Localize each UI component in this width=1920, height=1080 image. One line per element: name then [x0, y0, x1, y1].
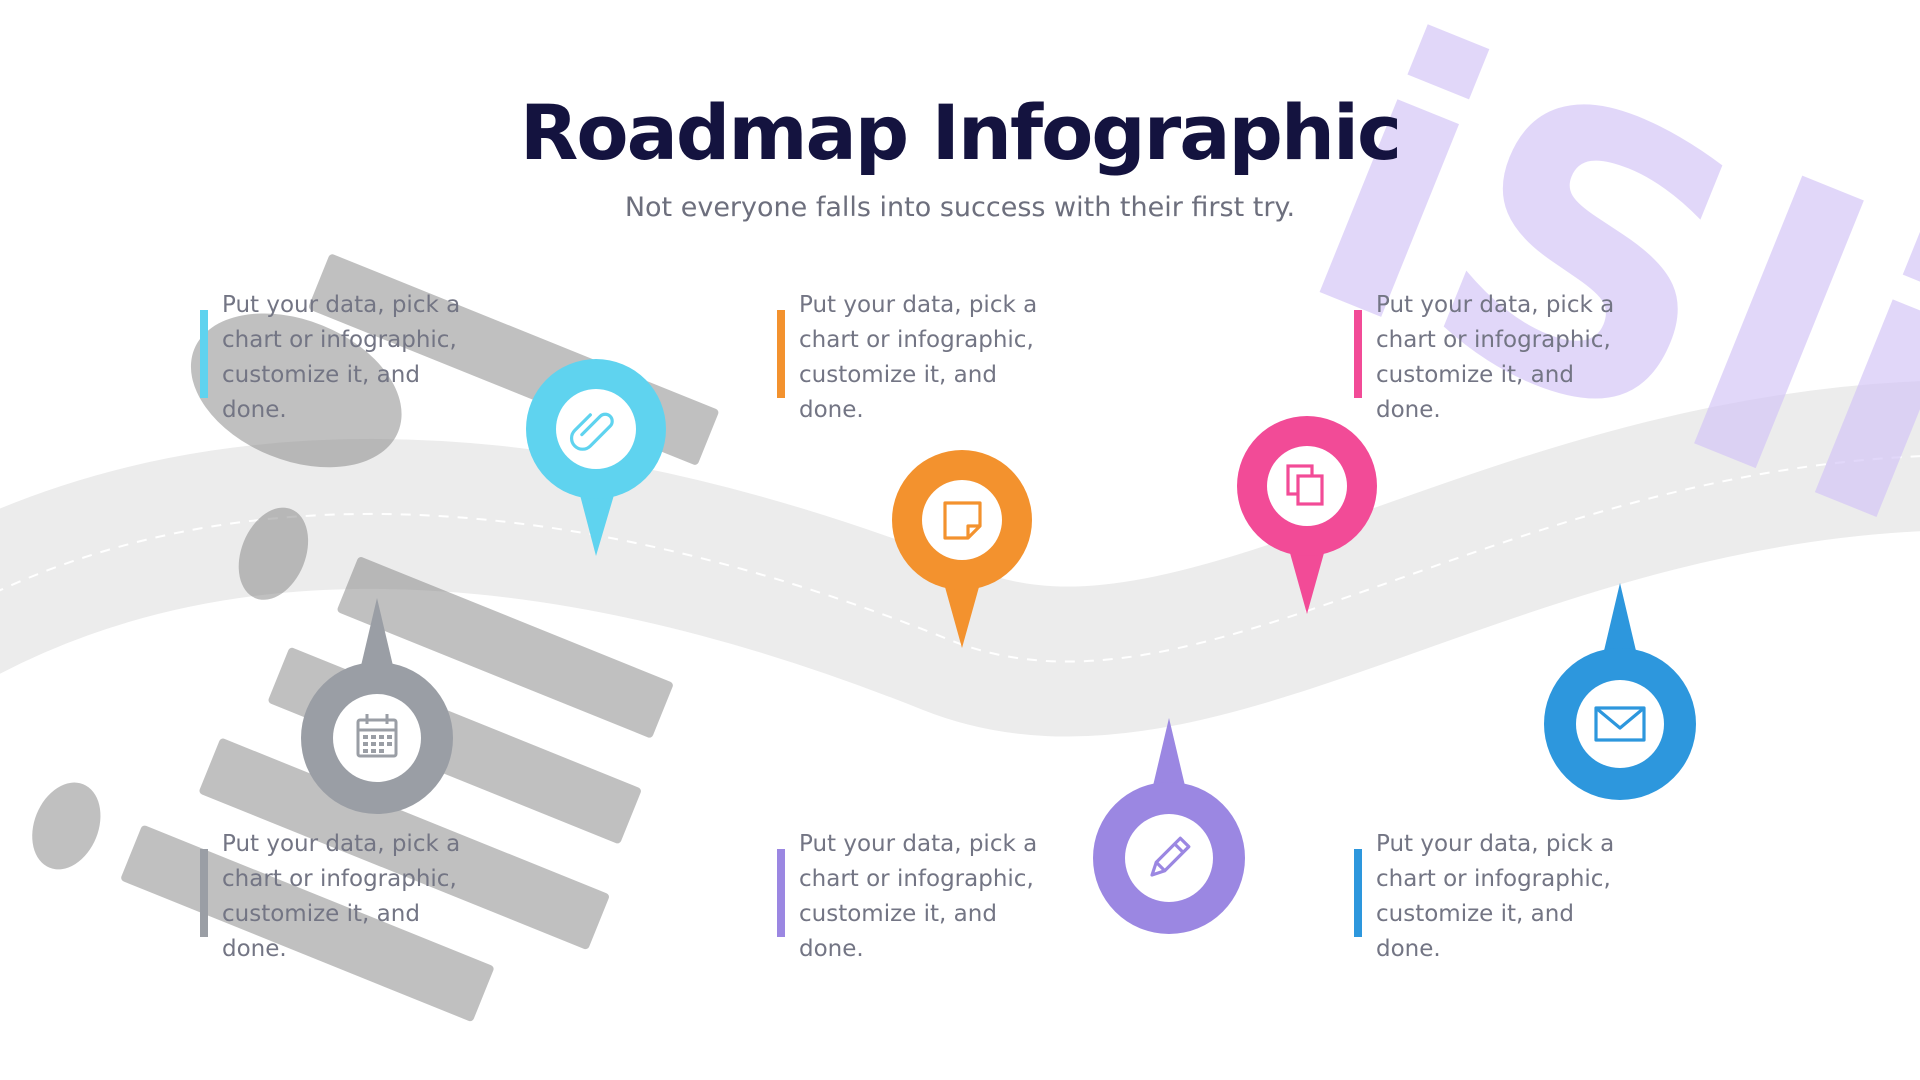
pin-step-2[interactable]: [892, 450, 1032, 648]
note-accent-bar: [200, 310, 208, 398]
note-accent-bar: [777, 310, 785, 398]
note-step-3: Put your data, pick a chart or infograph…: [1354, 288, 1616, 428]
note-step-5: Put your data, pick a chart or infograph…: [777, 827, 1039, 967]
pin-step-4[interactable]: [301, 598, 453, 814]
note-text: Put your data, pick a chart or infograph…: [1376, 831, 1615, 962]
note-text: Put your data, pick a chart or infograph…: [222, 292, 461, 423]
note-accent-bar: [1354, 849, 1362, 937]
note-text: Put your data, pick a chart or infograph…: [222, 831, 461, 962]
note-step-6: Put your data, pick a chart or infograph…: [1354, 827, 1616, 967]
envelope-icon: [1594, 706, 1646, 742]
note-accent-bar: [1354, 310, 1362, 398]
pin-step-1[interactable]: [526, 359, 666, 556]
note-step-1: Put your data, pick a chart or infograph…: [200, 288, 462, 428]
pin-step-6[interactable]: [1544, 583, 1696, 800]
note-accent-bar: [200, 849, 208, 937]
note-step-4: Put your data, pick a chart or infograph…: [200, 827, 462, 967]
pin-step-5[interactable]: [1093, 718, 1245, 934]
note-step-2: Put your data, pick a chart or infograph…: [777, 288, 1039, 428]
page-title: Roadmap Infographic: [519, 88, 1402, 177]
pin-step-3[interactable]: [1237, 416, 1377, 614]
note-text: Put your data, pick a chart or infograph…: [799, 292, 1038, 423]
copy-icon: [1286, 464, 1324, 506]
note-text: Put your data, pick a chart or infograph…: [799, 831, 1038, 962]
note-text: Put your data, pick a chart or infograph…: [1376, 292, 1615, 423]
page-subtitle: Not everyone falls into success with the…: [624, 192, 1296, 223]
note-accent-bar: [777, 849, 785, 937]
sticky-note-icon: [943, 501, 982, 540]
pencil-icon: [1150, 836, 1191, 877]
